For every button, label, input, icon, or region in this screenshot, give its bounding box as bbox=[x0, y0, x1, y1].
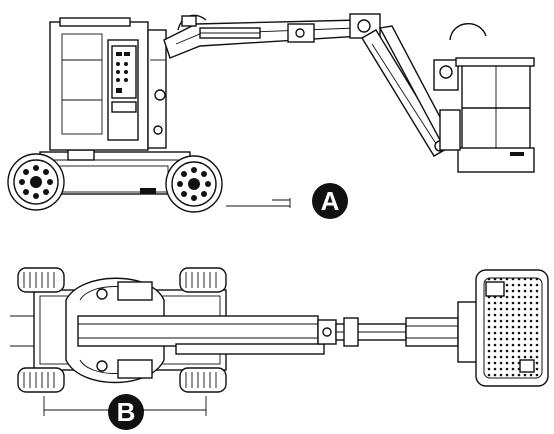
top-tire-rear-left bbox=[17, 267, 65, 293]
callout-a: A bbox=[312, 183, 348, 219]
callout-a-label: A bbox=[321, 186, 340, 216]
top-platform bbox=[475, 269, 549, 387]
top-tire-front-right bbox=[179, 367, 227, 393]
side-wheel-front bbox=[165, 155, 223, 213]
top-tire-front-left bbox=[179, 267, 227, 293]
top-tire-rear-right bbox=[17, 367, 65, 393]
side-platform bbox=[433, 22, 535, 173]
control-panel bbox=[111, 45, 137, 113]
side-wheel-rear bbox=[7, 153, 65, 211]
dimension-a bbox=[226, 198, 291, 208]
top-view bbox=[10, 267, 549, 416]
callout-b: B bbox=[108, 394, 144, 430]
side-chassis bbox=[39, 149, 191, 195]
top-boom bbox=[77, 301, 481, 363]
side-turntable bbox=[49, 17, 167, 151]
side-view bbox=[7, 13, 535, 213]
callout-b-label: B bbox=[117, 397, 136, 427]
side-main-boom bbox=[163, 14, 363, 59]
